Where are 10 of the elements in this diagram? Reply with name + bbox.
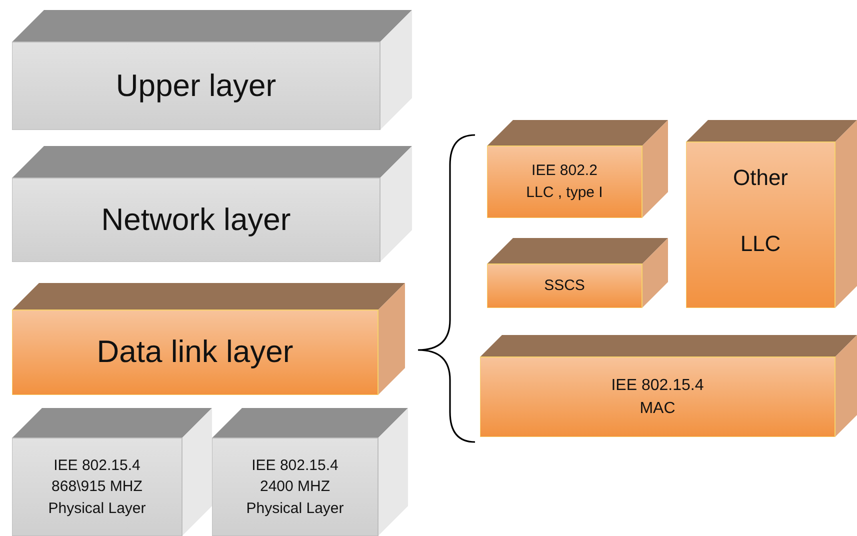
layer-label: Upper layer: [114, 66, 278, 104]
layer-label: IEE 802.15.4 MAC: [610, 376, 705, 420]
layer-label: Network layer: [100, 200, 292, 238]
layer-label: IEE 802.2 LLC , type I: [525, 161, 604, 203]
layer-label: Data link layer: [96, 333, 294, 371]
layer-label: IEE 802.15.4 868\915 MHZ Physical Layer: [47, 456, 147, 519]
layer-label: Other: [732, 164, 790, 192]
layer-label: IEE 802.15.4 2400 MHZ Physical Layer: [245, 456, 345, 519]
layer-label: SSCS: [543, 276, 586, 296]
layer-label: LLC: [739, 230, 782, 258]
